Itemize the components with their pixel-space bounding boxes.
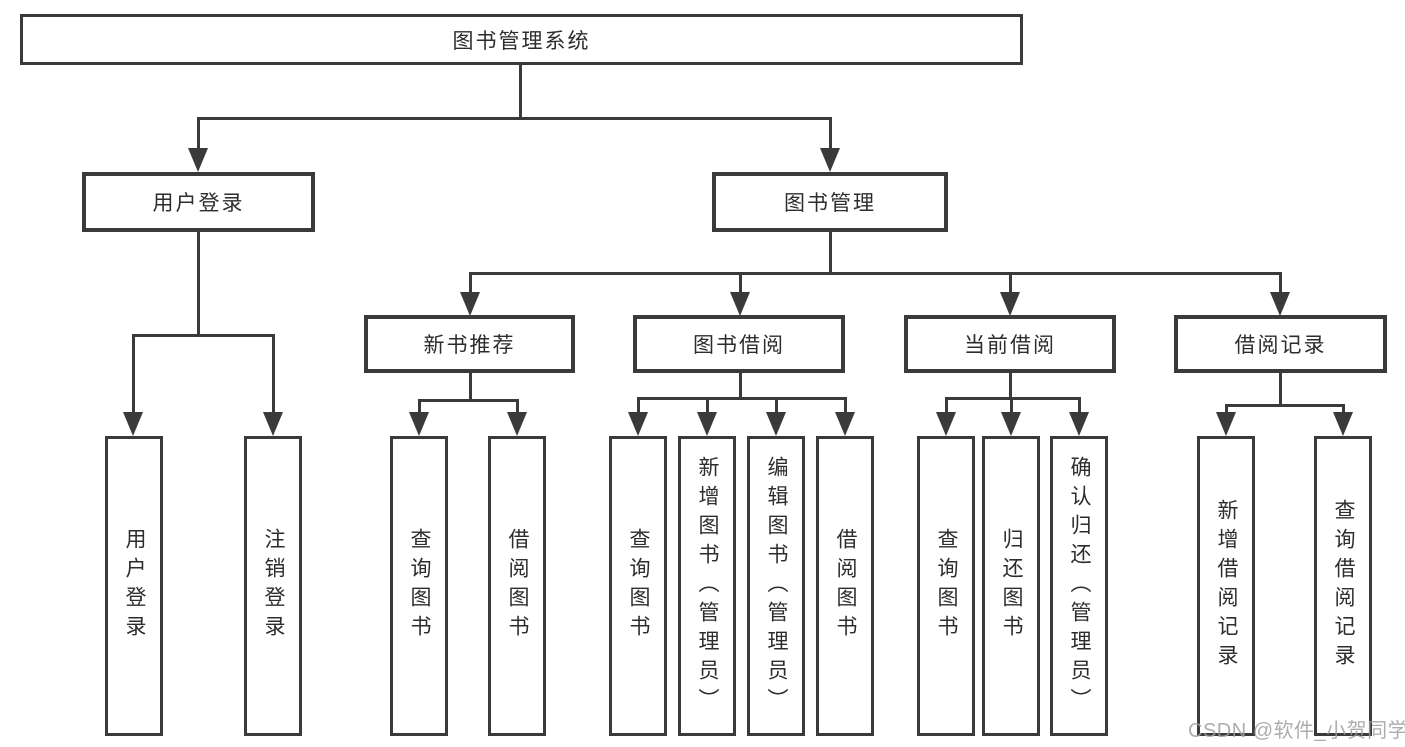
connector-borrowing-shaft (775, 397, 778, 414)
arrow-down-icon (1069, 412, 1089, 436)
leaf-add-books-admin: 新增图书（管理员） (678, 436, 736, 736)
leaf-borrow-books-2: 借阅图书 (816, 436, 874, 736)
leaf-logout: 注销登录 (244, 436, 302, 736)
leaf-query-borrow-record: 查询借阅记录 (1314, 436, 1372, 736)
connector-newbook-vline (469, 373, 472, 402)
connector-root-left-shaft (197, 117, 200, 150)
node-book-borrowing: 图书借阅 (633, 315, 845, 373)
leaf-user-login: 用户登录 (105, 436, 163, 736)
leaf-query-books-1: 查询图书 (390, 436, 448, 736)
arrow-down-icon (936, 412, 956, 436)
connector-root-vline (519, 65, 522, 119)
leaf-query-books-3: 查询图书 (917, 436, 975, 736)
connector-bookmgmt-shaft (1279, 272, 1282, 294)
connector-borrowing-vline (739, 373, 742, 400)
arrow-down-icon (1270, 292, 1290, 316)
leaf-confirm-return-admin: 确认归还（管理员） (1050, 436, 1108, 736)
arrow-down-icon (697, 412, 717, 436)
connector-borrowing-shaft (844, 397, 847, 414)
arrow-down-icon (1001, 412, 1021, 436)
node-new-book-recommend: 新书推荐 (364, 315, 575, 373)
connector-newbook-shaft (418, 399, 421, 414)
connector-bookmgmt-shaft (739, 272, 742, 294)
arrow-down-icon (123, 412, 143, 436)
connector-current-shaft (1010, 397, 1013, 414)
leaf-borrow-books-1: 借阅图书 (488, 436, 546, 736)
arrow-down-icon (1216, 412, 1236, 436)
connector-records-shaft (1225, 404, 1228, 414)
leaf-add-borrow-record: 新增借阅记录 (1197, 436, 1255, 736)
node-book-management: 图书管理 (712, 172, 948, 232)
connector-userlogin-vline (197, 232, 200, 337)
connector-records-vline (1279, 373, 1282, 407)
node-root: 图书管理系统 (20, 14, 1023, 65)
connector-current-vline (1009, 373, 1012, 400)
connector-bookmgmt-shaft (1009, 272, 1012, 294)
arrow-down-icon (730, 292, 750, 316)
arrow-down-icon (628, 412, 648, 436)
connector-root-right-shaft (829, 117, 832, 150)
leaf-return-books: 归还图书 (982, 436, 1040, 736)
node-user-login: 用户登录 (82, 172, 315, 232)
connector-current-hline (945, 397, 1081, 400)
connector-newbook-shaft (516, 399, 519, 414)
connector-borrowing-shaft (637, 397, 640, 414)
connector-bookmgmt-hline (469, 272, 1282, 275)
connector-root-hline (197, 117, 832, 120)
connector-borrowing-shaft (706, 397, 709, 414)
arrow-down-icon (263, 412, 283, 436)
connector-records-hline (1225, 404, 1345, 407)
arrow-down-icon (820, 148, 840, 172)
arrow-down-icon (507, 412, 527, 436)
connector-userlogin-shaft (132, 334, 135, 414)
arrow-down-icon (1000, 292, 1020, 316)
connector-userlogin-hline (132, 334, 274, 337)
arrow-down-icon (1333, 412, 1353, 436)
arrow-down-icon (188, 148, 208, 172)
node-current-borrowing: 当前借阅 (904, 315, 1116, 373)
arrow-down-icon (766, 412, 786, 436)
connector-bookmgmt-shaft (469, 272, 472, 294)
connector-current-shaft (1078, 397, 1081, 414)
connector-userlogin-shaft (272, 334, 275, 414)
connector-borrowing-hline (637, 397, 847, 400)
leaf-edit-books-admin: 编辑图书（管理员） (747, 436, 805, 736)
node-borrowing-records: 借阅记录 (1174, 315, 1387, 373)
connector-newbook-hline (418, 399, 519, 402)
connector-bookmgmt-vline (829, 232, 832, 275)
leaf-query-books-2: 查询图书 (609, 436, 667, 736)
csdn-watermark: CSDN @软件_小贺同学 (1188, 720, 1405, 742)
arrow-down-icon (460, 292, 480, 316)
arrow-down-icon (409, 412, 429, 436)
connector-current-shaft (945, 397, 948, 414)
connector-records-shaft (1342, 404, 1345, 414)
arrow-down-icon (835, 412, 855, 436)
